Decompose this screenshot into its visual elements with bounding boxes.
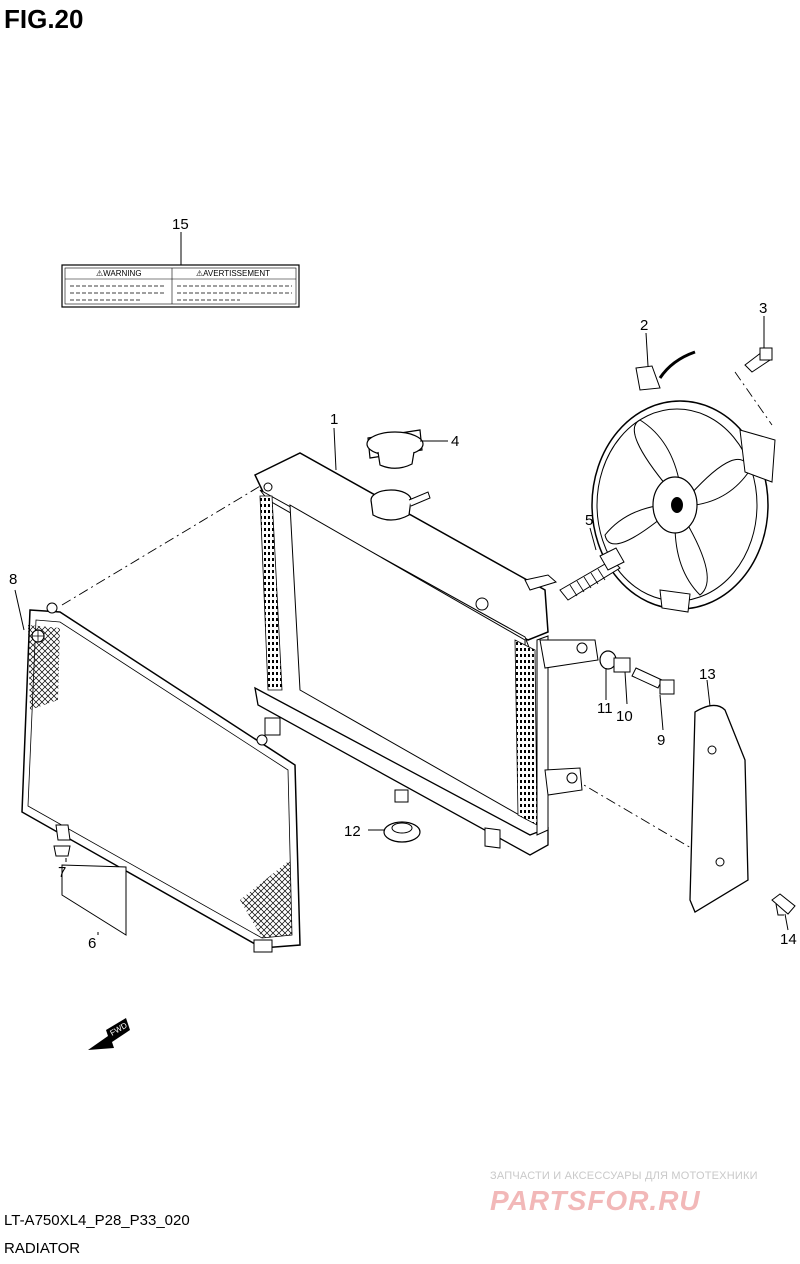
callout-2: 2 bbox=[640, 317, 648, 334]
callout-11: 11 bbox=[597, 700, 613, 717]
warning-label-left-heading: ⚠WARNING bbox=[96, 269, 142, 278]
callout-6: 6 bbox=[88, 935, 96, 952]
callout-12: 12 bbox=[344, 823, 361, 840]
fan-bolt bbox=[744, 347, 773, 373]
callout-9: 9 bbox=[657, 732, 665, 749]
watermark-tagline: ЗАПЧАСТИ И АКСЕССУАРЫ ДЛЯ МОТОТЕХНИКИ bbox=[490, 1170, 758, 1182]
radiator-cap bbox=[366, 429, 424, 469]
cover-screw bbox=[771, 893, 796, 916]
callout-14: 14 bbox=[780, 931, 797, 948]
fwd-direction-marker: FWD bbox=[88, 1018, 130, 1050]
warning-label-right-heading: ⚠AVERTISSEMENT bbox=[196, 269, 270, 278]
callout-8: 8 bbox=[9, 571, 17, 588]
side-cover-plate bbox=[689, 704, 749, 913]
cooling-fan bbox=[591, 350, 776, 613]
callout-7: 7 bbox=[58, 864, 66, 881]
callout-15: 15 bbox=[172, 216, 189, 233]
model-code: LT-A750XL4_P28_P33_020 bbox=[4, 1212, 190, 1229]
radiator-shroud bbox=[21, 602, 301, 953]
callout-3: 3 bbox=[759, 300, 767, 317]
diagram-caption: RADIATOR bbox=[4, 1240, 81, 1257]
radiator bbox=[254, 452, 599, 856]
radiator-hose bbox=[559, 547, 625, 601]
collar bbox=[613, 657, 631, 673]
callout-1: 1 bbox=[330, 411, 338, 428]
mounting-bolt bbox=[631, 667, 675, 695]
callout-4: 4 bbox=[451, 433, 459, 450]
shroud-clip bbox=[53, 845, 71, 857]
figure-title: FIG.20 bbox=[4, 4, 84, 34]
callout-13: 13 bbox=[699, 666, 716, 683]
callout-5: 5 bbox=[585, 512, 593, 529]
shroud-bolt bbox=[31, 629, 45, 643]
warning-label: ⚠WARNING ⚠AVERTISSEMENT bbox=[61, 232, 300, 308]
callout-numbers: 1 2 3 4 5 6 7 8 9 10 11 12 13 14 15 bbox=[9, 216, 797, 952]
watermark-brand: PARTSFOR.RU bbox=[490, 1185, 701, 1216]
seal-strip bbox=[61, 864, 127, 936]
drain-grommet bbox=[383, 821, 421, 843]
callout-10: 10 bbox=[616, 708, 633, 725]
